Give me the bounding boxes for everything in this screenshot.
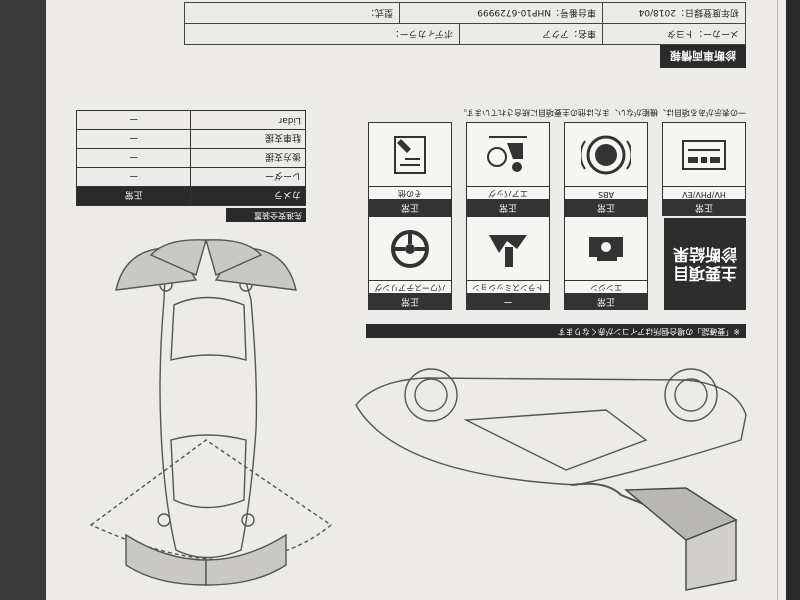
vehicle-diagrams xyxy=(89,239,747,591)
item-card-transmission: ー トランスミッション xyxy=(466,216,550,310)
transmission-icon xyxy=(467,218,549,280)
dark-margin-right xyxy=(786,0,800,600)
hybrid-icon xyxy=(663,124,745,186)
car-top-view-illustration xyxy=(89,239,333,586)
item-card-steering: 正常 パワーステアリング xyxy=(368,216,452,310)
airbag-icon xyxy=(467,124,549,186)
dark-margin-left xyxy=(0,0,46,600)
engine-icon xyxy=(565,218,647,280)
inspection-sheet: 診断車両情報 メーカー：トヨタ 車名：アクア ボディカラー： 初年度登録日：20… xyxy=(46,0,786,600)
steering-icon xyxy=(369,218,451,280)
car-side-view-illustration xyxy=(355,368,747,591)
item-card-other: 正常 その他 xyxy=(368,122,452,216)
item-card-hybrid: 正常 HV/PHV/EV xyxy=(662,122,746,216)
sheet-content-rotated: 診断車両情報 メーカー：トヨタ 車名：アクア ボディカラー： 初年度登録日：20… xyxy=(46,0,786,600)
item-card-engine: 正常 エンジン xyxy=(564,216,648,310)
item-card-airbag: 正常 エアバッグ xyxy=(466,122,550,216)
item-card-abs: 正常 ABS xyxy=(564,122,648,216)
abs-icon xyxy=(565,124,647,186)
other-icon xyxy=(369,124,451,186)
